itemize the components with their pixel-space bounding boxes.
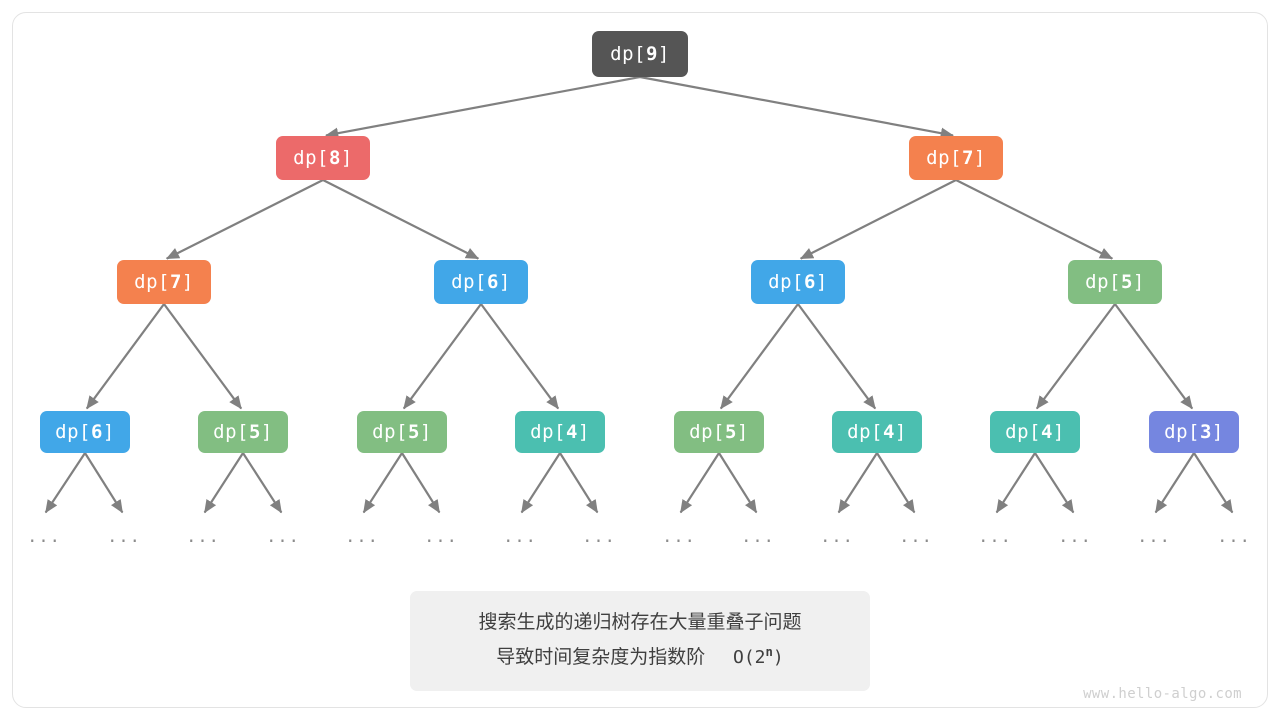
node-index-value: 5	[407, 421, 420, 443]
node-label-suffix: ]	[736, 421, 749, 443]
node-label-prefix: dp[	[530, 421, 566, 443]
tree-node-dp-8: dp[8]	[276, 136, 370, 180]
complexity-suffix: )	[772, 647, 784, 668]
node-label-prefix: dp[	[372, 421, 408, 443]
node-index-value: 4	[1040, 421, 1053, 443]
tree-node-dp-7: dp[7]	[909, 136, 1003, 180]
ellipsis-label: ...	[27, 527, 61, 547]
ellipsis-label: ...	[266, 527, 300, 547]
node-index-value: 4	[565, 421, 578, 443]
node-label-suffix: ]	[894, 421, 907, 443]
node-index-value: 5	[248, 421, 261, 443]
node-index-value: 5	[1120, 271, 1133, 293]
node-label-prefix: dp[	[847, 421, 883, 443]
ellipsis-label: ...	[345, 527, 379, 547]
ellipsis-label: ...	[899, 527, 933, 547]
node-label-suffix: ]	[498, 271, 511, 293]
ellipsis-label: ...	[820, 527, 854, 547]
node-label-prefix: dp[	[1085, 271, 1121, 293]
tree-node-dp-6: dp[6]	[434, 260, 528, 304]
node-label-prefix: dp[	[768, 271, 804, 293]
node-label-prefix: dp[	[1164, 421, 1200, 443]
tree-node-dp-4: dp[4]	[515, 411, 605, 453]
node-label-suffix: ]	[1132, 271, 1145, 293]
ellipsis-label: ...	[662, 527, 696, 547]
tree-node-dp-5: dp[5]	[357, 411, 447, 453]
tree-node-dp-5: dp[5]	[1068, 260, 1162, 304]
node-label-suffix: ]	[260, 421, 273, 443]
tree-node-dp-5: dp[5]	[198, 411, 288, 453]
ellipsis-label: ...	[107, 527, 141, 547]
watermark: www.hello-algo.com	[1083, 686, 1242, 702]
node-label-prefix: dp[	[610, 43, 646, 65]
tree-node-dp-3: dp[3]	[1149, 411, 1239, 453]
node-label-suffix: ]	[973, 147, 986, 169]
node-label-prefix: dp[	[689, 421, 725, 443]
tree-node-dp-5: dp[5]	[674, 411, 764, 453]
node-index-value: 6	[803, 271, 816, 293]
caption-line-2-text: 导致时间复杂度为指数阶	[496, 646, 706, 668]
node-label-prefix: dp[	[293, 147, 329, 169]
node-index-value: 8	[328, 147, 341, 169]
node-index-value: 7	[169, 271, 182, 293]
node-label-suffix: ]	[419, 421, 432, 443]
caption-box: 搜索生成的递归树存在大量重叠子问题 导致时间复杂度为指数阶 O(2n)	[410, 591, 870, 691]
ellipsis-label: ...	[1217, 527, 1251, 547]
node-index-value: 4	[882, 421, 895, 443]
ellipsis-label: ...	[1137, 527, 1171, 547]
caption-line-1: 搜索生成的递归树存在大量重叠子问题	[478, 611, 802, 633]
tree-node-dp-7: dp[7]	[117, 260, 211, 304]
node-label-prefix: dp[	[926, 147, 962, 169]
node-label-prefix: dp[	[55, 421, 91, 443]
complexity-exponent: n	[765, 645, 773, 659]
node-label-prefix: dp[	[134, 271, 170, 293]
ellipsis-label: ...	[503, 527, 537, 547]
node-index-value: 6	[90, 421, 103, 443]
tree-node-dp-6: dp[6]	[751, 260, 845, 304]
tree-node-dp-4: dp[4]	[832, 411, 922, 453]
node-label-prefix: dp[	[451, 271, 487, 293]
node-index-value: 5	[724, 421, 737, 443]
tree-node-dp-4: dp[4]	[990, 411, 1080, 453]
caption-line-2: 导致时间复杂度为指数阶 O(2n)	[430, 637, 850, 673]
node-label-suffix: ]	[340, 147, 353, 169]
ellipsis-label: ...	[186, 527, 220, 547]
node-label-suffix: ]	[181, 271, 194, 293]
node-label-prefix: dp[	[1005, 421, 1041, 443]
node-label-suffix: ]	[1211, 421, 1224, 443]
complexity-notation: O(2n)	[711, 645, 784, 668]
ellipsis-label: ...	[1058, 527, 1092, 547]
node-label-prefix: dp[	[213, 421, 249, 443]
node-label-suffix: ]	[1052, 421, 1065, 443]
tree-node-dp-6: dp[6]	[40, 411, 130, 453]
ellipsis-label: ...	[424, 527, 458, 547]
node-label-suffix: ]	[815, 271, 828, 293]
complexity-prefix: O(2	[733, 647, 766, 668]
ellipsis-label: ...	[978, 527, 1012, 547]
node-label-suffix: ]	[577, 421, 590, 443]
ellipsis-label: ...	[582, 527, 616, 547]
ellipsis-label: ...	[741, 527, 775, 547]
node-index-value: 9	[645, 43, 658, 65]
node-index-value: 7	[961, 147, 974, 169]
tree-node-dp-9: dp[9]	[592, 31, 688, 77]
node-index-value: 3	[1199, 421, 1212, 443]
node-index-value: 6	[486, 271, 499, 293]
node-label-suffix: ]	[657, 43, 670, 65]
node-label-suffix: ]	[102, 421, 115, 443]
